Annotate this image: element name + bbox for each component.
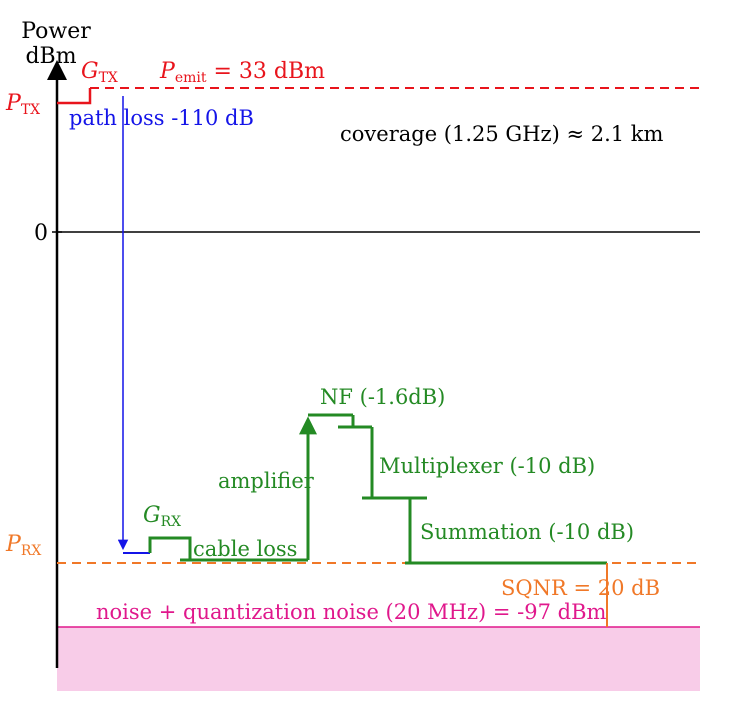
g-rx-label: GRX — [143, 503, 181, 530]
axis-label-dbm: dBm — [25, 44, 76, 69]
nf-label: NF (-1.6dB) — [320, 385, 445, 409]
multiplexer-label: Multiplexer (-10 dB) — [379, 454, 595, 478]
noise-floor-region — [57, 627, 700, 691]
summation-label: Summation (-10 dB) — [420, 520, 634, 544]
p-tx-label: PTX — [5, 91, 40, 118]
noise-label: noise + quantization noise (20 MHz) = -9… — [96, 600, 607, 624]
p-emit-label: Pemit = 33 dBm — [159, 59, 325, 86]
cable-loss-label: cable loss — [193, 537, 297, 561]
path-loss-label: path loss -110 dB — [69, 106, 254, 130]
g-tx-label: GTX — [81, 59, 118, 86]
coverage-label: coverage (1.25 GHz) ≈ 2.1 km — [340, 122, 664, 146]
axis-label-power: Power — [21, 19, 91, 44]
zero-label: 0 — [34, 221, 48, 246]
p-rx-label: PRX — [5, 532, 41, 559]
sqnr-label: SQNR = 20 dB — [501, 576, 660, 600]
g-rx-step — [148, 536, 192, 560]
amplifier-label: amplifier — [218, 469, 315, 493]
rx-chain — [148, 413, 607, 565]
g-tx-step — [57, 88, 92, 105]
